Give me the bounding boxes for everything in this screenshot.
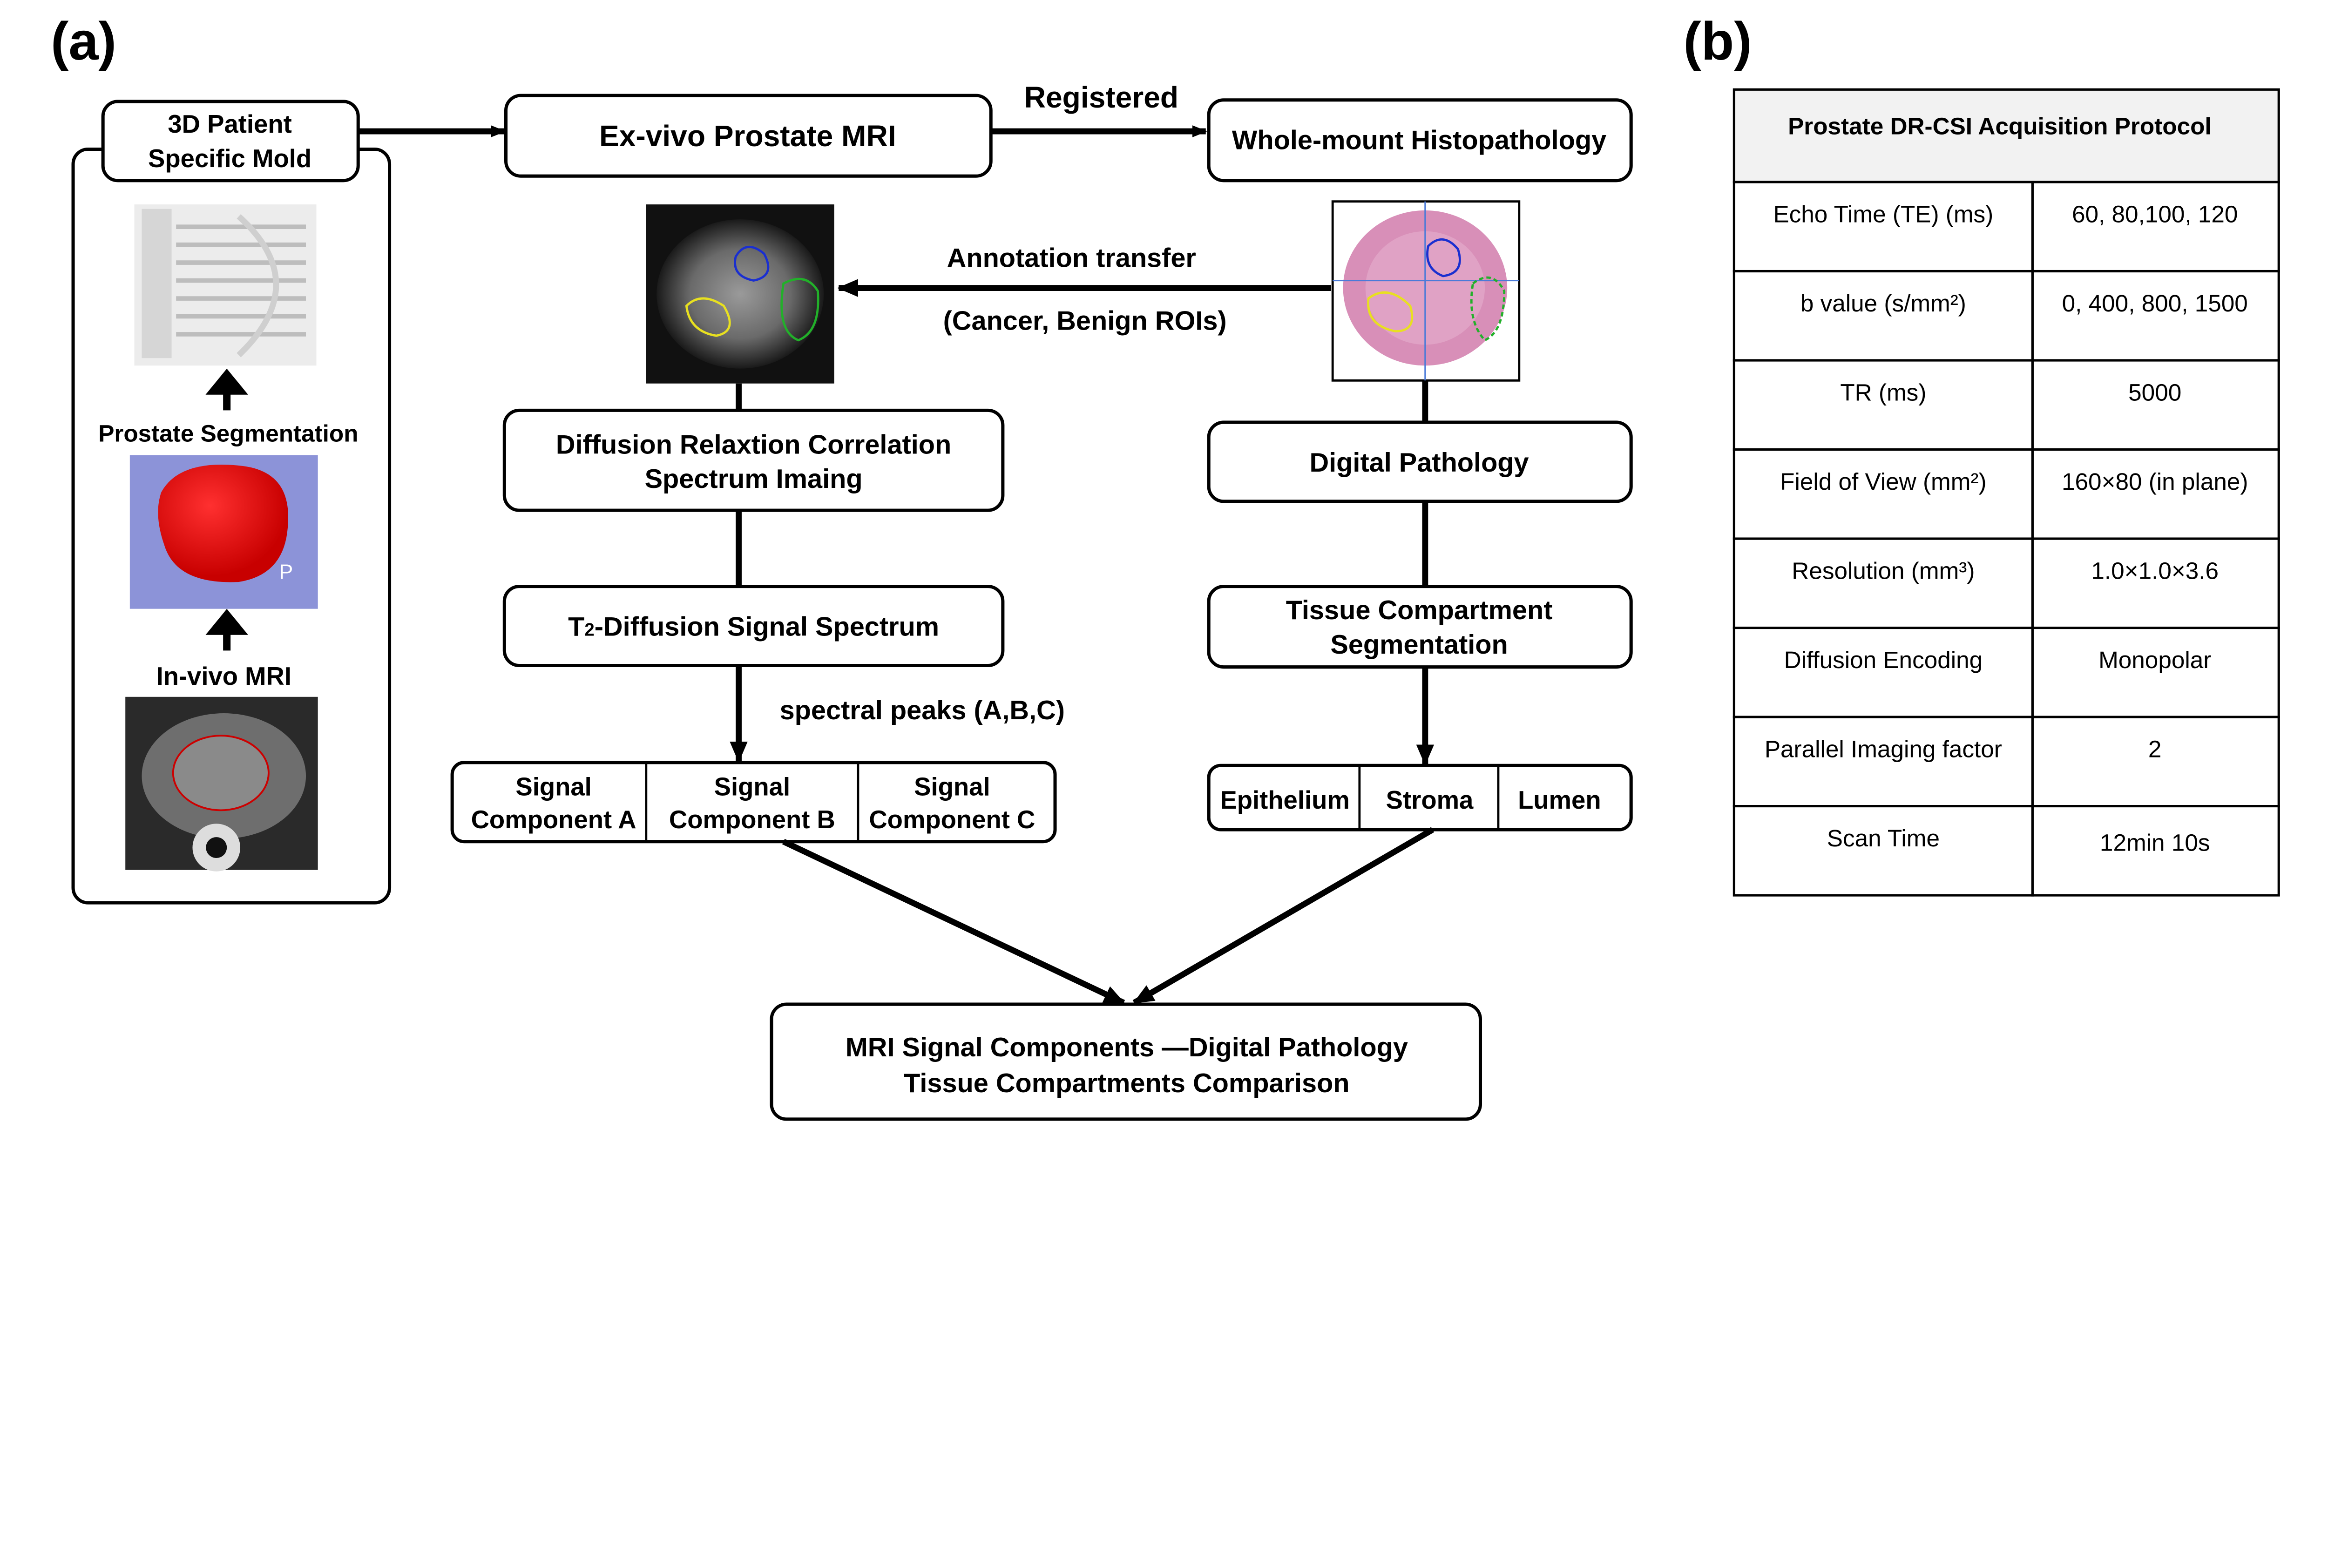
tissue-compartments-group: Epithelium Stroma Lumen bbox=[1207, 764, 1633, 831]
signal-component-c-line1: Signal bbox=[914, 772, 990, 801]
table-cell bbox=[1732, 805, 2034, 897]
param-cell-text: Echo Time (TE) (ms) bbox=[1773, 201, 1993, 228]
tissue-segmentation-line1: Tissue Compartment bbox=[1286, 595, 1553, 625]
arrow-up-icon bbox=[205, 608, 248, 651]
compartment-stroma: Stroma bbox=[1386, 786, 1474, 814]
comparison-line2: Tissue Compartments Comparison bbox=[904, 1068, 1349, 1098]
spectral-peaks-label: spectral peaks (A,B,C) bbox=[780, 696, 1065, 725]
drcsi-box bbox=[502, 408, 1005, 512]
panel-b-label: (b) bbox=[1683, 12, 1752, 71]
param-cell-text: Resolution (mm³) bbox=[1792, 558, 1975, 584]
param-cell-text: Scan Time bbox=[1827, 825, 1940, 852]
table-title: Prostate DR-CSI Acquisition Protocol bbox=[1788, 113, 2212, 139]
table-row: Diffusion Encoding Monopolar bbox=[1732, 626, 2280, 718]
registered-label: Registered bbox=[1024, 81, 1178, 114]
annotation-transfer-label: Annotation transfer bbox=[947, 243, 1196, 273]
value-cell-text: 60, 80,100, 120 bbox=[2072, 201, 2238, 228]
invivo-mri-label: In-vivo MRI bbox=[156, 662, 292, 690]
mold-3d-image bbox=[134, 204, 317, 366]
mold-pipeline-panel: 3D Patient Specific Mold Prostate Segmen… bbox=[71, 100, 392, 905]
value-cell-text: 5000 bbox=[2128, 379, 2181, 406]
value-cell-text: 12min 10s bbox=[2100, 830, 2210, 856]
signal-components-group: Signal Component A Signal Component B Si… bbox=[450, 761, 1057, 844]
comparison-box bbox=[770, 1002, 1482, 1121]
exvivo-mri-image bbox=[646, 204, 834, 384]
prostate-segmentation-label: Prostate Segmentation bbox=[98, 420, 358, 447]
table-cell bbox=[1732, 270, 2034, 362]
compartment-epithelium: Epithelium bbox=[1220, 786, 1349, 814]
value-cell-text: Monopolar bbox=[2098, 647, 2211, 673]
exvivo-mri-box bbox=[504, 94, 993, 178]
table-row: Resolution (mm³) 1.0×1.0×3.6 bbox=[1732, 537, 2280, 629]
param-cell-text: Parallel Imaging factor bbox=[1765, 736, 2002, 763]
comparison-line1: MRI Signal Components —Digital Pathology bbox=[846, 1033, 1408, 1062]
t2-spectrum-box bbox=[502, 585, 1005, 668]
segmentation-marker: P bbox=[279, 560, 293, 584]
protocol-table: Prostate DR-CSI Acquisition Protocol Ech… bbox=[1732, 88, 2280, 897]
whole-mount-label: Whole-mount Histopathology bbox=[1232, 126, 1606, 155]
param-cell-text: b value (s/mm²) bbox=[1800, 290, 1966, 317]
arrow-pathology-to-comparison bbox=[1132, 827, 1435, 1006]
whole-mount-box bbox=[1207, 98, 1633, 182]
annotation-rois-label: (Cancer, Benign ROIs) bbox=[943, 306, 1227, 336]
param-cell-text: Field of View (mm²) bbox=[1780, 468, 1986, 495]
table-cell bbox=[1732, 448, 2034, 540]
value-cell-text: 2 bbox=[2148, 736, 2162, 763]
signal-component-c-line2: Component C bbox=[869, 805, 1035, 834]
tissue-segmentation-line2: Segmentation bbox=[1330, 630, 1508, 660]
drcsi-label-line1: Diffusion Relaxtion Correlation bbox=[556, 430, 951, 460]
panel-a-label: (a) bbox=[51, 12, 116, 71]
figure: (a) (b) 3D Patient Specific Mold Prostat… bbox=[51, 12, 2280, 1121]
digital-pathology-label: Digital Pathology bbox=[1310, 448, 1529, 478]
signal-component-a-line1: Signal bbox=[515, 772, 591, 801]
t2-spectrum-label: T2-Diffusion Signal Spectrum bbox=[568, 612, 939, 642]
table-cell bbox=[2031, 626, 2280, 718]
param-cell-text: TR (ms) bbox=[1840, 379, 1926, 406]
digital-pathology-box bbox=[1207, 420, 1633, 503]
mold-box bbox=[101, 100, 360, 182]
drcsi-label-line2: Spectrum Imaing bbox=[645, 464, 863, 494]
value-cell-text: 160×80 (in plane) bbox=[2062, 468, 2248, 495]
table-cell bbox=[2031, 805, 2280, 897]
table-cell bbox=[1732, 181, 2034, 273]
table-row: Echo Time (TE) (ms) 60, 80,100, 120 bbox=[1732, 181, 2280, 273]
histopathology-image bbox=[1331, 200, 1521, 382]
table-cell bbox=[2031, 181, 2280, 273]
tissue-segmentation-box bbox=[1207, 585, 1633, 669]
table-cell bbox=[2031, 537, 2280, 629]
invivo-mri-image bbox=[125, 696, 318, 872]
table-cell bbox=[1732, 359, 2034, 451]
compartment-lumen: Lumen bbox=[1518, 786, 1601, 814]
mold-label-line2: Specific Mold bbox=[148, 144, 311, 173]
mold-label-line1: 3D Patient bbox=[168, 110, 291, 138]
table-row: Parallel Imaging factor 2 bbox=[1732, 716, 2280, 808]
table-row: TR (ms) 5000 bbox=[1732, 359, 2280, 451]
signal-component-b-line1: Signal bbox=[714, 772, 790, 801]
segmentation-render-image: P bbox=[129, 455, 318, 609]
value-cell-text: 1.0×1.0×3.6 bbox=[2091, 558, 2219, 584]
param-cell-text: Diffusion Encoding bbox=[1784, 647, 1983, 673]
exvivo-mri-label: Ex-vivo Prostate MRI bbox=[599, 119, 896, 153]
table-row: b value (s/mm²) 0, 400, 800, 1500 bbox=[1732, 270, 2280, 362]
arrow-signal-to-comparison bbox=[782, 838, 1125, 1006]
value-cell-text: 0, 400, 800, 1500 bbox=[2062, 290, 2248, 317]
arrow-up-icon bbox=[205, 368, 248, 411]
signal-component-a-line2: Component A bbox=[471, 805, 636, 834]
table-cell bbox=[2031, 270, 2280, 362]
table-row: Scan Time 12min 10s bbox=[1732, 805, 2280, 897]
table-row: Field of View (mm²) 160×80 (in plane) bbox=[1732, 448, 2280, 540]
table-cell bbox=[2031, 359, 2280, 451]
signal-component-b-line2: Component B bbox=[669, 805, 835, 834]
